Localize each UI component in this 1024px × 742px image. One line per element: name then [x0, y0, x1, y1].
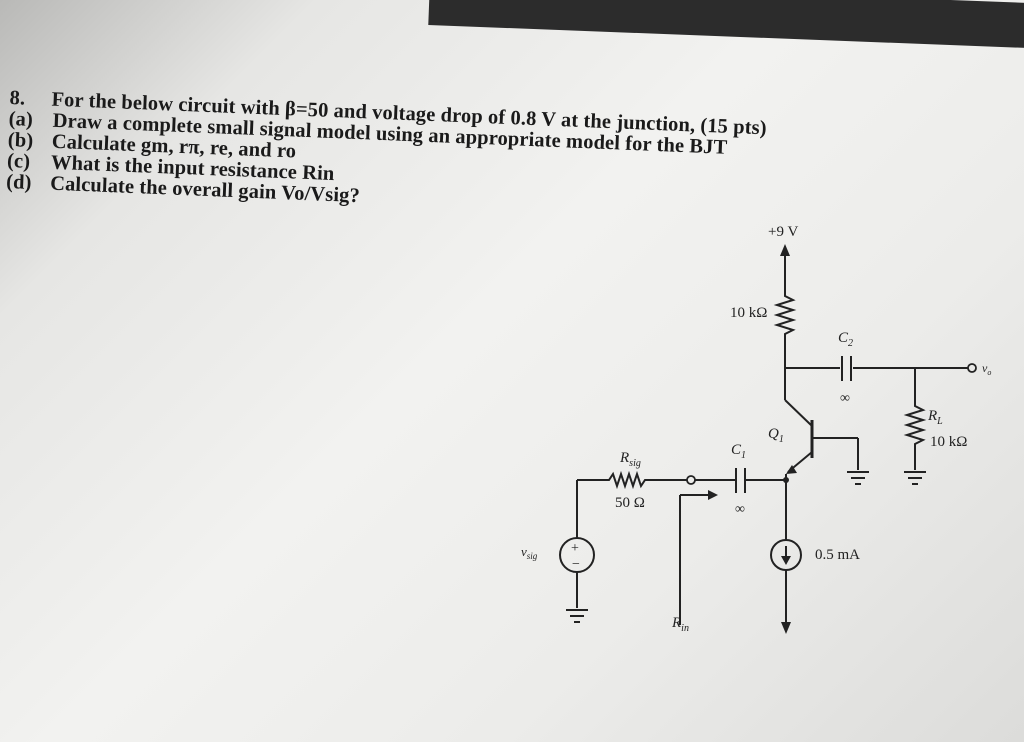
ground-icon	[847, 471, 869, 485]
c2-value: ∞	[840, 391, 850, 406]
input-terminal-icon	[686, 475, 696, 485]
supply-node: +9 V	[768, 224, 798, 290]
resistor-zigzag-icon	[903, 400, 927, 470]
load-resistor: RL 10 kΩ	[903, 368, 967, 485]
supply-label: +9 V	[768, 224, 798, 240]
c1-label: C1	[731, 442, 746, 461]
rin-arrow-icon	[708, 490, 718, 500]
output-label: vo	[982, 361, 991, 377]
ground-icon	[566, 609, 588, 623]
rin-label: Rin	[671, 615, 689, 634]
output-capacitor: C2 ∞	[838, 330, 853, 406]
voltage-source: + − vsig	[521, 537, 595, 623]
rl-value: 10 kΩ	[930, 434, 967, 450]
source-plus-sign: +	[571, 541, 579, 556]
rsig-value: 50 Ω	[615, 495, 645, 511]
source-label: vsig	[521, 544, 538, 561]
current-value: 0.5 mA	[815, 547, 860, 563]
transistor-collector-leg	[784, 399, 813, 427]
current-source: 0.5 mA	[770, 539, 860, 634]
rin-indicator: Rin	[671, 490, 718, 634]
collector-resistor: 10 kΩ	[730, 290, 797, 368]
output-terminal-icon	[967, 363, 977, 373]
current-arrow-icon	[781, 556, 791, 565]
supply-arrow-icon	[780, 244, 790, 256]
emitter-arrow-icon	[786, 465, 797, 474]
transistor-label: Q1	[768, 426, 784, 445]
ground-icon	[904, 471, 926, 485]
source-minus-sign: −	[572, 557, 580, 572]
resistor-zigzag-icon	[577, 470, 687, 490]
c1-value: ∞	[735, 502, 745, 517]
source-resistor: Rsig 50 Ω	[577, 450, 687, 511]
down-arrow-icon	[781, 622, 791, 634]
collector-resistor-value: 10 kΩ	[730, 305, 767, 321]
bjt-transistor: Q1	[768, 399, 869, 485]
rl-label: RL	[927, 408, 943, 427]
resistor-zigzag-icon	[773, 290, 797, 368]
rsig-label: Rsig	[619, 450, 641, 469]
c2-label: C2	[838, 330, 853, 349]
